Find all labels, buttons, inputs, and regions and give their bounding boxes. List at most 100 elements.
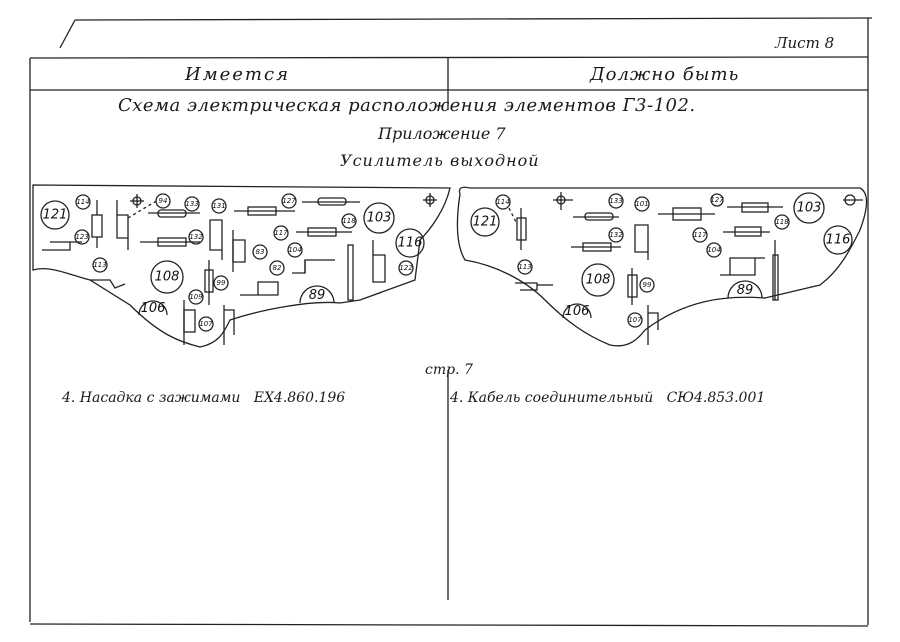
component-label: 118 [342,217,356,225]
header-top-line [29,56,869,59]
component-label: 132 [609,231,623,239]
component-marker [774,214,790,230]
board-outline [456,186,868,347]
component-marker [188,289,204,305]
component-marker [281,193,297,209]
component-marker [269,260,285,276]
component-label: 82 [273,264,282,272]
component-marker [823,225,853,255]
sheet-label: Лист 8 [775,34,835,52]
component-label: 106 [141,301,166,316]
component-marker [517,259,533,275]
item-required: 4. Кабель соединительный СЮ4.853.001 [450,390,765,406]
layout-diagram-existing: 121 114 123 113 94 133 132 131 127 118 103 116 117 83… [32,184,451,348]
component-label: 116 [398,236,423,251]
component-label: 109 [189,293,203,301]
component-label: 89 [737,283,754,298]
component-marker [74,229,90,245]
item-existing-code: ЕХ4.860.196 [253,390,346,406]
component-label: 107 [628,316,642,324]
column-header-existing: Имеется [185,64,290,85]
component-label: 94 [159,197,168,205]
frame-top-line [74,17,873,21]
appendix-label: Приложение 7 [378,124,506,143]
component-label: 99 [217,279,226,287]
component-marker [710,193,724,207]
component-marker [608,227,624,243]
component-label: 83 [256,248,265,256]
component-marker [92,257,108,273]
component-label: 116 [826,233,851,248]
component-label: 121 [473,215,498,230]
item-existing-text: 4. Насадка с зажимами [62,390,241,406]
component-label: 113 [518,263,531,271]
component-marker [341,213,357,229]
components [508,192,863,345]
component-marker [634,196,650,212]
component-marker [188,229,204,245]
component-label: 121 [43,208,68,223]
component-label: 103 [797,201,822,216]
component-marker [395,228,425,258]
component-marker [198,316,214,332]
component-label: 106 [565,304,590,319]
component-marker [252,244,268,260]
component-marker [627,312,643,328]
component-label: 133 [185,200,198,208]
frame-bottom-line [29,623,869,627]
component-marker [363,202,395,234]
component-label: 118 [775,218,789,226]
component-marker [562,303,592,319]
component-label: 114 [76,198,89,206]
component-marker [639,277,655,293]
component-label: 117 [693,231,707,239]
components [42,193,437,345]
component-marker [299,285,335,304]
component-label: 108 [586,273,611,288]
document-title: Схема электрическая расположения элемент… [118,95,696,116]
board-outline [32,184,451,348]
item-required-code: СЮ4.853.001 [666,390,766,406]
component-label: 114 [496,198,509,206]
item-existing: 4. Насадка с зажимами ЕХ4.860.196 [62,390,345,406]
component-label: 123 [75,233,88,241]
component-label: 122 [399,264,413,272]
item-required-text: 4. Кабель соединительный [450,390,654,406]
component-marker [155,193,171,209]
component-marker [727,280,763,299]
column-header-required: Должно быть [590,64,740,85]
component-marker [40,200,70,230]
page-reference: стр. 7 [425,362,473,378]
component-marker [398,260,414,276]
component-label: 117 [274,229,288,237]
component-marker [470,207,500,237]
component-marker [793,192,825,224]
component-marker [138,300,168,316]
component-label: 89 [309,288,326,303]
component-marker [273,225,289,241]
component-label: 132 [189,233,203,241]
component-marker [184,196,200,212]
frame-corner-line [59,19,76,49]
component-label: 133 [609,197,622,205]
component-marker [211,198,227,214]
component-marker [287,242,303,258]
component-marker [495,194,511,210]
component-label: 101 [635,200,648,208]
component-marker [213,275,229,291]
component-label: 104 [707,246,720,254]
component-marker [706,242,722,258]
component-label: 113 [93,261,106,269]
component-marker [75,194,91,210]
component-label: 103 [367,211,392,226]
component-marker [150,260,184,294]
component-label: 127 [710,196,724,204]
component-label: 104 [288,246,301,254]
component-label: 127 [282,197,296,205]
component-marker [608,193,624,209]
component-marker [581,263,615,297]
component-marker [692,227,708,243]
component-label: 131 [212,202,225,210]
